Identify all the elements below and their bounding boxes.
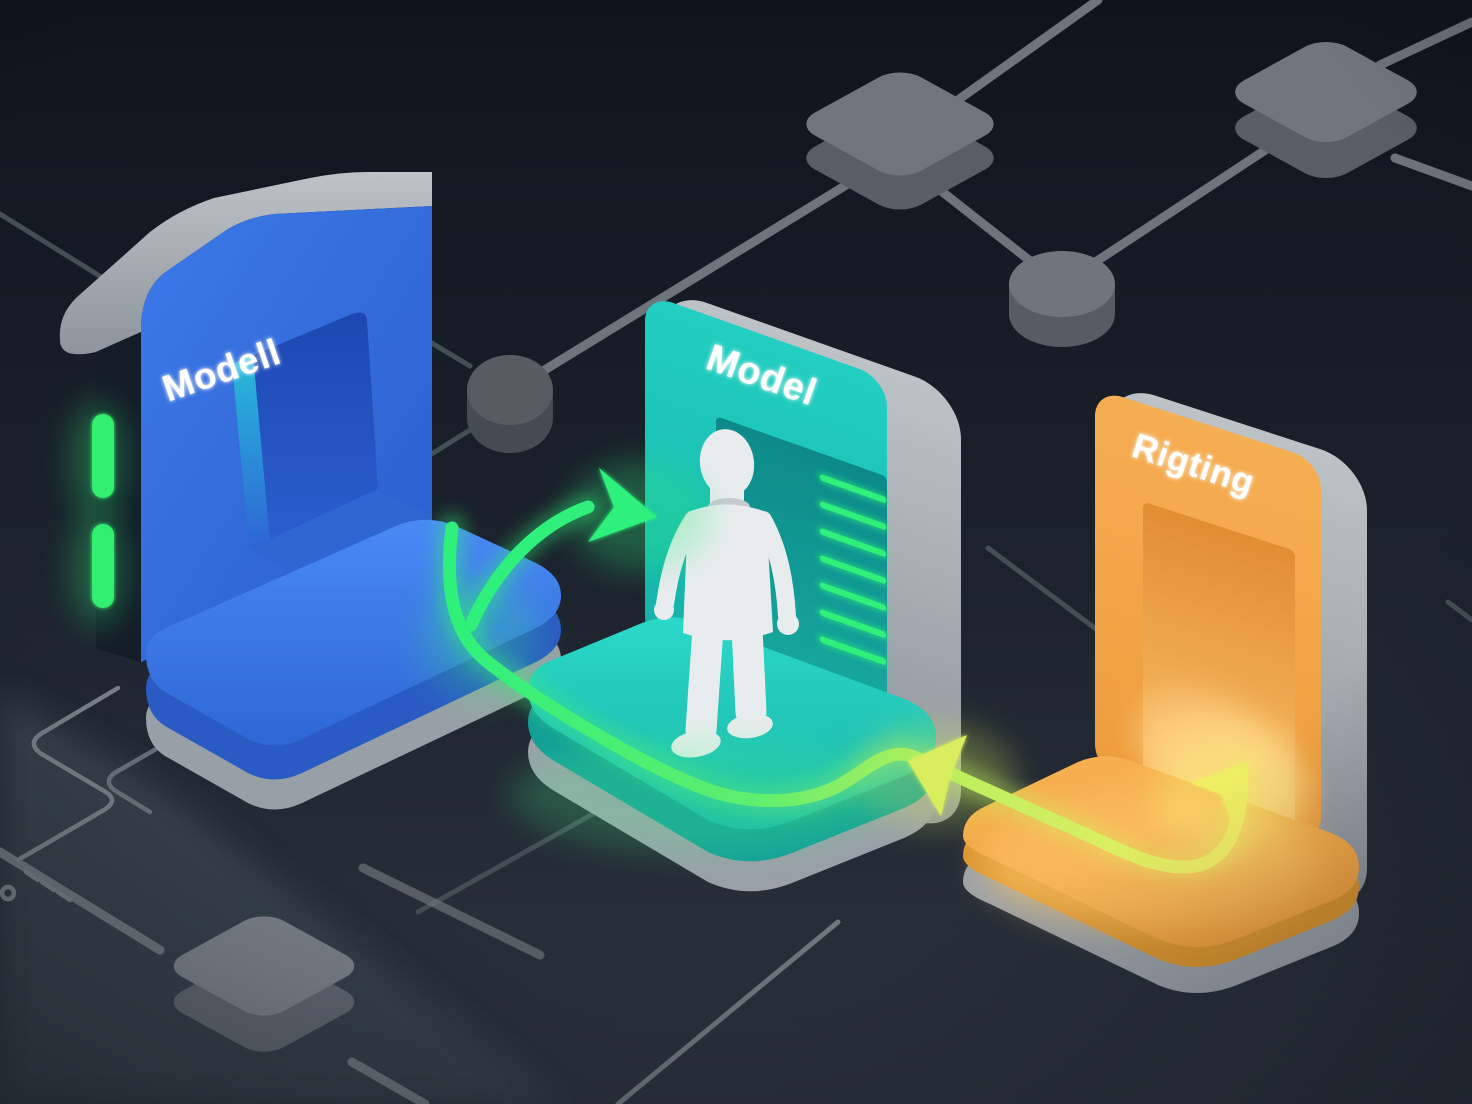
isometric-scene: Modell Model Rigting: [0, 0, 1472, 1104]
illustration-canvas: Modell Model Rigting: [0, 0, 1472, 1104]
vignette-overlay: [0, 0, 1472, 1104]
